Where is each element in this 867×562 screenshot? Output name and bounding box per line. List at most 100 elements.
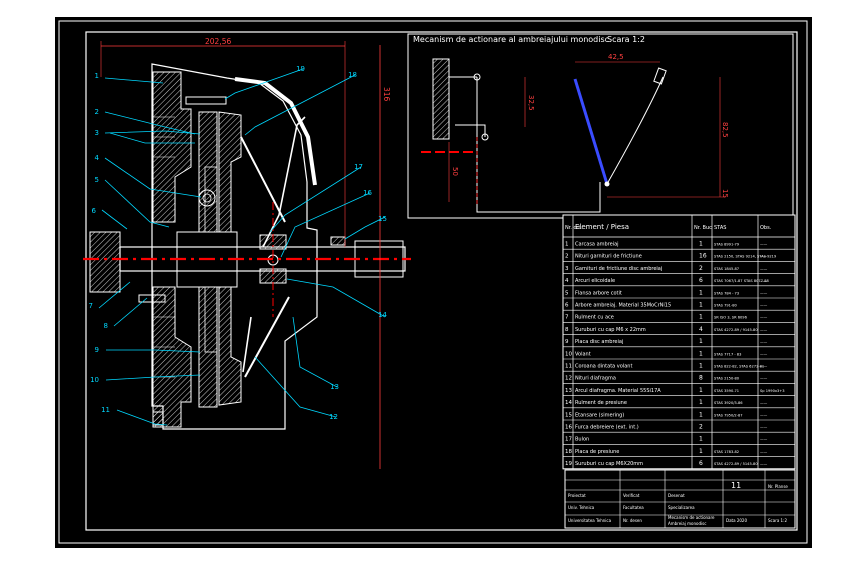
dim-pedal-lower: 50	[451, 167, 459, 176]
bom-cell-5-2: 1	[699, 302, 703, 309]
stamp-frame	[564, 469, 796, 529]
bom-cell-14-3: STAS 7950/2-87	[714, 413, 743, 417]
bom-cell-16-1: Bulon	[575, 437, 589, 443]
crank-flange	[89, 231, 121, 293]
bom-header-3: STAS	[714, 225, 726, 231]
bom-cell-11-2: 8	[699, 375, 703, 382]
callout-17: 17	[354, 163, 363, 171]
bom-cell-1-1: Nituri garnituri de frictiune	[575, 254, 642, 260]
bom-cell-7-2: 4	[699, 326, 703, 333]
pedal-pivot-lower	[481, 133, 489, 141]
pedal-detail-view: 32,5 50 42,5 82,5 15	[421, 53, 729, 213]
overall-dimensions: 202,56 316	[100, 37, 391, 469]
bom-cell-2-4: ——	[760, 267, 768, 271]
bom-cell-12-4: Sp 1990x3+3	[760, 389, 785, 393]
callout-13: 13	[330, 383, 339, 391]
dim-lever-height: 82,5	[721, 122, 729, 138]
bom-cell-9-4: ——	[760, 352, 768, 356]
bom-cell-4-1: Flansa arbore cotit	[575, 290, 622, 296]
bom-cell-5-0: 6	[565, 303, 569, 309]
pressure-plate-lower	[218, 286, 242, 406]
stamp-r1-b: Verificat	[623, 493, 640, 498]
bom-cell-11-0: 12	[565, 376, 572, 382]
bom-cell-10-1: Coroana dintata volant	[575, 364, 632, 370]
bom-cell-17-4: ——	[760, 450, 768, 454]
stamp-r3-b: Ambreiaj monodisc	[668, 521, 706, 526]
bom-cell-6-0: 7	[565, 315, 569, 321]
bom-cell-1-0: 2	[565, 254, 569, 260]
bom-cell-8-2: 1	[699, 338, 703, 345]
stamp-r1-a: Proiectat	[568, 493, 586, 498]
bom-cell-2-3: STAS 1845-87	[714, 267, 739, 271]
bom-cell-16-4: ——	[760, 438, 768, 442]
bom-cell-16-2: 1	[699, 436, 703, 443]
torsion-spring-core	[202, 193, 212, 203]
diaphragm-spring	[240, 136, 290, 378]
callout-4: 4	[95, 154, 100, 162]
stamp-sheet-label: Nr. Planse	[768, 484, 788, 489]
callout-14: 14	[378, 311, 387, 319]
drawing-viewport[interactable]: Mecanism de actionare al ambreiajului mo…	[55, 17, 812, 548]
bom-cell-14-1: Etansare (simering)	[575, 412, 624, 418]
bom-cell-1-2: 16	[699, 253, 707, 260]
lever-pivot	[604, 181, 610, 187]
bom-cell-5-1: Arbore ambreiaj. Material 35MoCrNi15	[575, 303, 671, 309]
bom-cell-12-3: STAS 3590-71	[714, 389, 739, 393]
stamp-footer-right: Data 2020	[726, 518, 747, 523]
bom-cell-3-2: 6	[699, 277, 703, 284]
clutch-section-view	[89, 63, 406, 430]
pressure-plate-upper	[218, 111, 242, 233]
bom-header-0: Nr. crt.	[565, 225, 582, 231]
bom-cell-15-0: 16	[565, 425, 572, 431]
bom-cell-10-0: 11	[565, 364, 572, 370]
stamp-r1-c: Desenat	[668, 493, 685, 498]
technical-drawing: Mecanism de actionare al ambreiajului mo…	[58, 20, 808, 544]
friction-disc-upper	[198, 111, 218, 233]
bom-cell-14-4: ——	[760, 413, 768, 417]
callout-16: 16	[363, 189, 372, 197]
bom-cell-8-4: ——	[760, 340, 768, 344]
callout-15: 15	[378, 215, 387, 223]
callout-19: 19	[296, 65, 305, 73]
release-lever	[573, 78, 609, 185]
dim-lever-width: 42,5	[608, 53, 624, 61]
bom-cell-12-1: Arcul diafragma. Material 55Si17A	[575, 388, 661, 394]
bom-cell-4-3: STAS 784 - 73	[714, 291, 739, 295]
bom-cell-18-1: Suruburi cu cap M6X20mm	[575, 461, 643, 467]
bom-cell-13-0: 14	[565, 400, 572, 406]
bom-cell-7-1: Suruburi cu cap M6 x 22mm	[575, 327, 646, 333]
bom-cell-11-3: STAS 2150-80	[714, 377, 740, 381]
bom-cell-1-3: STAS 2150, STAS 9214, STAS 9219	[714, 255, 777, 259]
bom-cell-5-3: STAS 791-80	[714, 304, 738, 308]
lever-tip	[653, 67, 667, 85]
ring-gear	[152, 411, 164, 426]
callout-18: 18	[348, 71, 357, 79]
bom-cell-10-3: STAS 822-82, STAS 6273-81	[714, 365, 764, 369]
callout-leaders	[98, 68, 386, 426]
drawing-heading: Mecanism de actionare al ambreiajului mo…	[413, 35, 609, 44]
bom-cell-13-2: 1	[699, 399, 703, 406]
stamp-r3-a: Mecanism de actionare	[668, 515, 715, 520]
bom-cell-8-0: 9	[565, 339, 569, 345]
stamp-r2-b: Facultatea	[623, 505, 644, 510]
bom-cell-5-4: ——	[760, 304, 768, 308]
bom-cell-17-3: STAS 1783-82	[714, 450, 739, 454]
bom-cell-6-2: 1	[699, 314, 703, 321]
bom-cell-7-0: 8	[565, 327, 569, 333]
torsion-spring	[198, 189, 216, 207]
bom-cell-3-3: STAS 7067/1-87 STAS 8077-88	[714, 279, 770, 283]
bom-cell-2-2: 2	[699, 265, 703, 272]
cover-bolt-lower	[138, 294, 166, 303]
cover-bolt-upper	[185, 96, 227, 105]
bom-cell-2-0: 3	[565, 266, 569, 272]
bom-cell-15-1: Furca debreiere (ext. int.)	[575, 425, 639, 431]
callout-11: 11	[101, 406, 110, 414]
bom-cell-2-1: Garnituri de frictiune disc ambreiaj	[575, 266, 662, 272]
callout-12: 12	[329, 413, 338, 421]
bom-cell-0-2: 1	[699, 241, 703, 248]
bom-cell-13-1: Rulment de presiune	[575, 400, 627, 406]
bom-cell-12-0: 13	[565, 388, 572, 394]
bom-cell-10-4: ——	[760, 365, 768, 369]
bom-cell-14-2: 1	[699, 411, 703, 418]
